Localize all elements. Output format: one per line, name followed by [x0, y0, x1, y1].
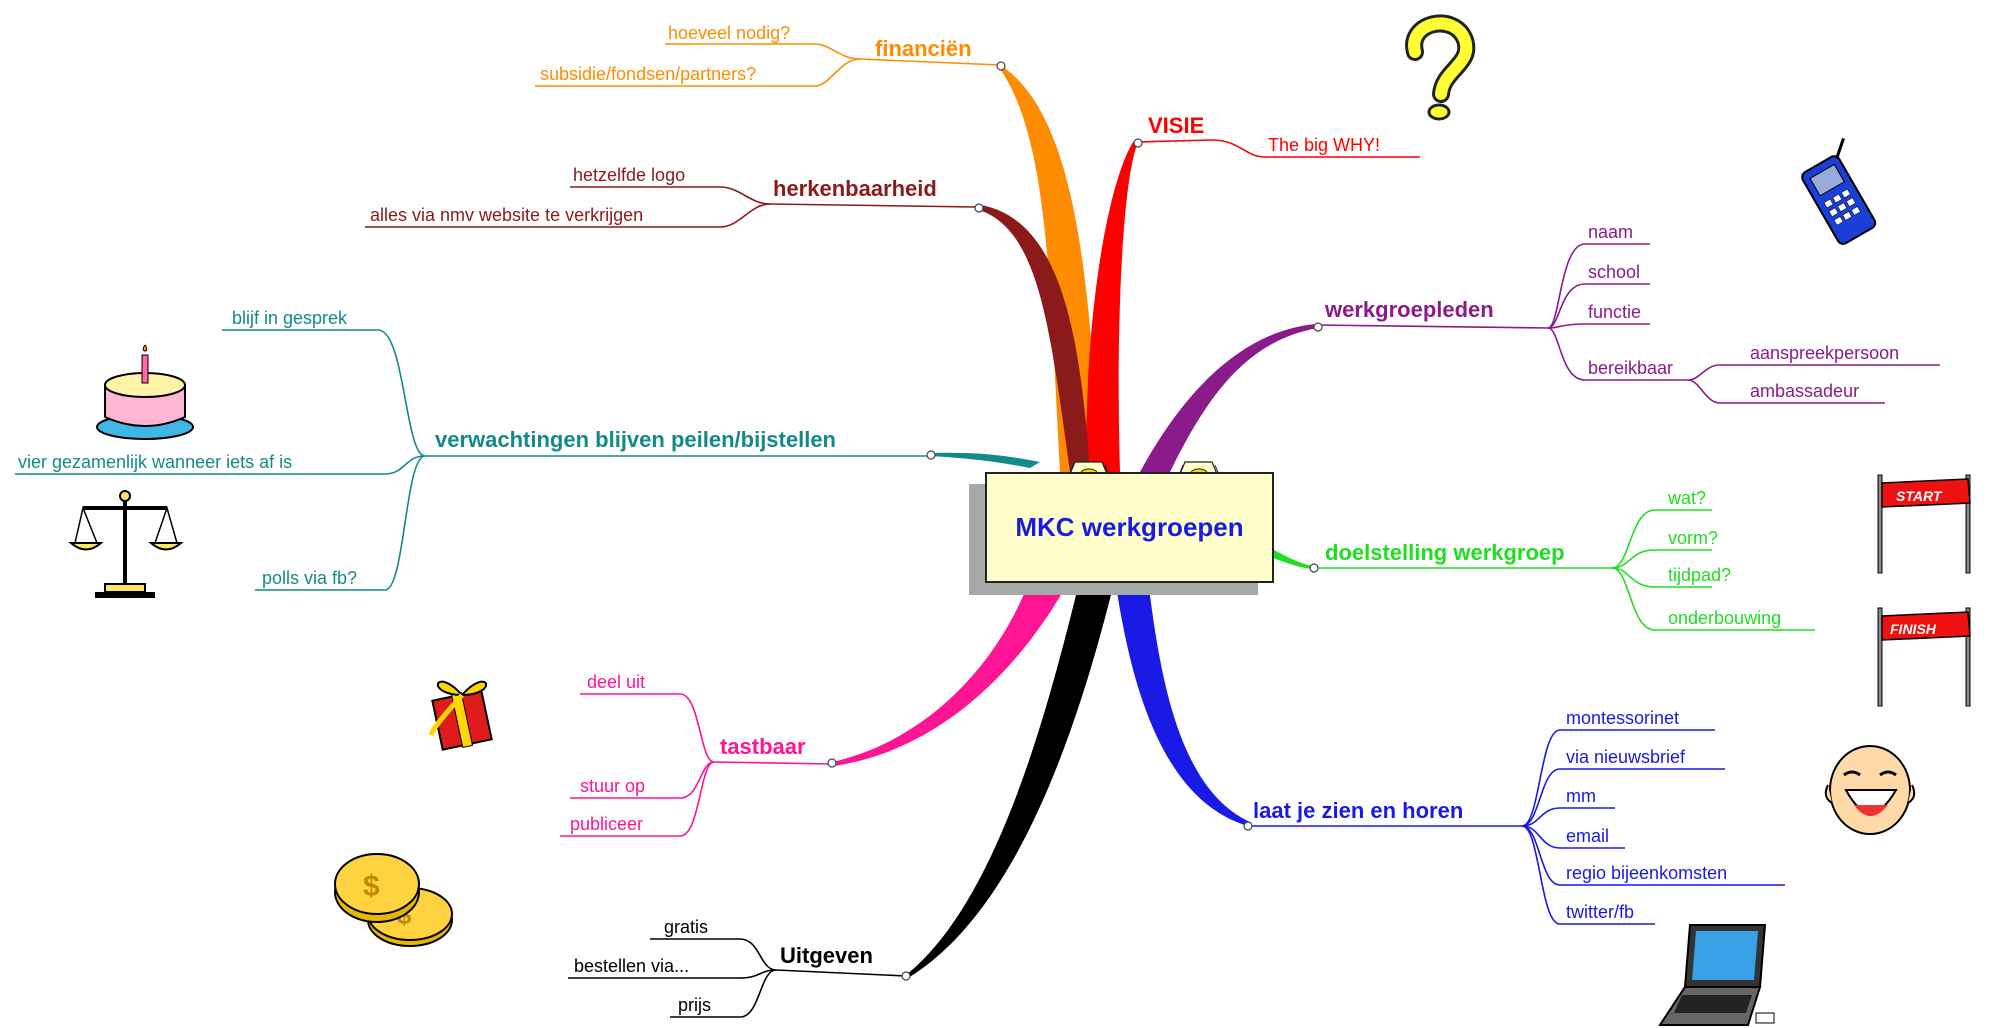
leaf-doelstelling-1: vorm? — [1668, 528, 1718, 548]
branch-labels: financiën VISIE herkenbaarheid werkgroep… — [435, 36, 1565, 968]
leaf-herkenbaarheid-0: hetzelfde logo — [573, 165, 685, 185]
branch-label-laatjezien: laat je zien en horen — [1253, 798, 1463, 823]
leaf-laatjezien-1: via nieuwsbrief — [1566, 747, 1686, 767]
leaf-werkgroepleden-3: bereikbaar — [1588, 358, 1673, 378]
node-dots — [827, 61, 1323, 981]
leaf-uitgeven-0: gratis — [664, 917, 708, 937]
central-topic-label: MKC werkgroepen — [1015, 512, 1244, 542]
leaf-uitgeven-1: bestellen via... — [574, 956, 689, 976]
leaf-werkgroepleden-1: school — [1588, 262, 1640, 282]
start-flag-text: START — [1896, 488, 1943, 504]
leaf-doelstelling-2: tijdpad? — [1668, 565, 1731, 585]
birthday-cake-icon — [96, 344, 194, 440]
laptop-icon — [1658, 924, 1775, 1026]
start-flag-icon: START — [1877, 474, 1971, 574]
gold-coins-icon: $ $ — [334, 853, 453, 947]
leaf-tastbaar-0: deel uit — [587, 672, 645, 692]
branch-label-tastbaar: tastbaar — [720, 734, 806, 759]
branch-label-doelstelling: doelstelling werkgroep — [1325, 540, 1565, 565]
branch-connector-uitgeven — [906, 579, 1115, 978]
leaf-verwachtingen-0: blijf in gesprek — [232, 308, 348, 328]
leaf-visie-0: The big WHY! — [1268, 135, 1380, 155]
leaf-doelstelling-0: wat? — [1667, 488, 1706, 508]
mobile-phone-icon — [1801, 137, 1877, 245]
branch-label-financien: financiën — [875, 36, 972, 61]
central-topic-box[interactable]: MKC werkgroepen — [985, 472, 1274, 583]
branch-connector-verwachtingen — [931, 452, 1040, 468]
finish-flag-icon: FINISH — [1877, 607, 1971, 707]
branch-connector-doelstelling — [1270, 548, 1314, 569]
leaf-financien-0: hoeveel nodig? — [668, 23, 790, 43]
leaf-financien-1: subsidie/fondsen/partners? — [540, 64, 756, 84]
branch-connector-herkenbaarheid — [979, 205, 1090, 472]
finish-flag-text: FINISH — [1890, 621, 1937, 637]
leaf-herkenbaarheid-1: alles via nmv website te verkrijgen — [370, 205, 643, 225]
laughing-face-icon — [1824, 745, 1916, 835]
branch-connector-werkgroepleden — [1140, 324, 1318, 472]
branch-label-werkgroepleden: werkgroepleden — [1324, 297, 1494, 322]
leaf-labels: hoeveel nodig? subsidie/fondsen/partners… — [18, 23, 1899, 1015]
leaf-doelstelling-3: onderbouwing — [1668, 608, 1781, 628]
subleaf-werkgroepleden-1: ambassadeur — [1750, 381, 1859, 401]
leaf-verwachtingen-1: vier gezamenlijk wanneer iets af is — [18, 452, 292, 472]
leaf-werkgroepleden-2: functie — [1588, 302, 1641, 322]
branch-connector-tastbaar — [832, 579, 1070, 766]
leaf-laatjezien-2: mm — [1566, 786, 1596, 806]
branch-label-visie: VISIE — [1148, 113, 1204, 138]
branch-label-uitgeven: Uitgeven — [780, 943, 873, 968]
leaf-laatjezien-4: regio bijeenkomsten — [1566, 863, 1727, 883]
leaf-connectors — [15, 43, 1940, 1018]
leaf-uitgeven-2: prijs — [678, 995, 711, 1015]
leaf-laatjezien-0: montessorinet — [1566, 708, 1679, 728]
branch-connector-visie — [1085, 142, 1138, 472]
svg-text:$: $ — [363, 870, 380, 903]
leaf-verwachtingen-2: polls via fb? — [262, 568, 357, 588]
leaf-laatjezien-3: email — [1566, 826, 1609, 846]
main-branches — [832, 67, 1318, 978]
balance-scale-icon — [68, 490, 184, 598]
leaf-laatjezien-5: twitter/fb — [1566, 902, 1634, 922]
gift-icon — [428, 680, 493, 751]
question-mark-icon — [1405, 14, 1476, 121]
leaf-werkgroepleden-0: naam — [1588, 222, 1633, 242]
branch-connector-laatjezien — [1115, 579, 1250, 826]
subleaf-werkgroepleden-0: aanspreekpersoon — [1750, 343, 1899, 363]
leaf-tastbaar-1: stuur op — [580, 776, 645, 796]
branch-label-herkenbaarheid: herkenbaarheid — [773, 176, 937, 201]
branch-label-verwachtingen: verwachtingen blijven peilen/bijstellen — [435, 427, 836, 452]
leaf-tastbaar-2: publiceer — [570, 814, 643, 834]
